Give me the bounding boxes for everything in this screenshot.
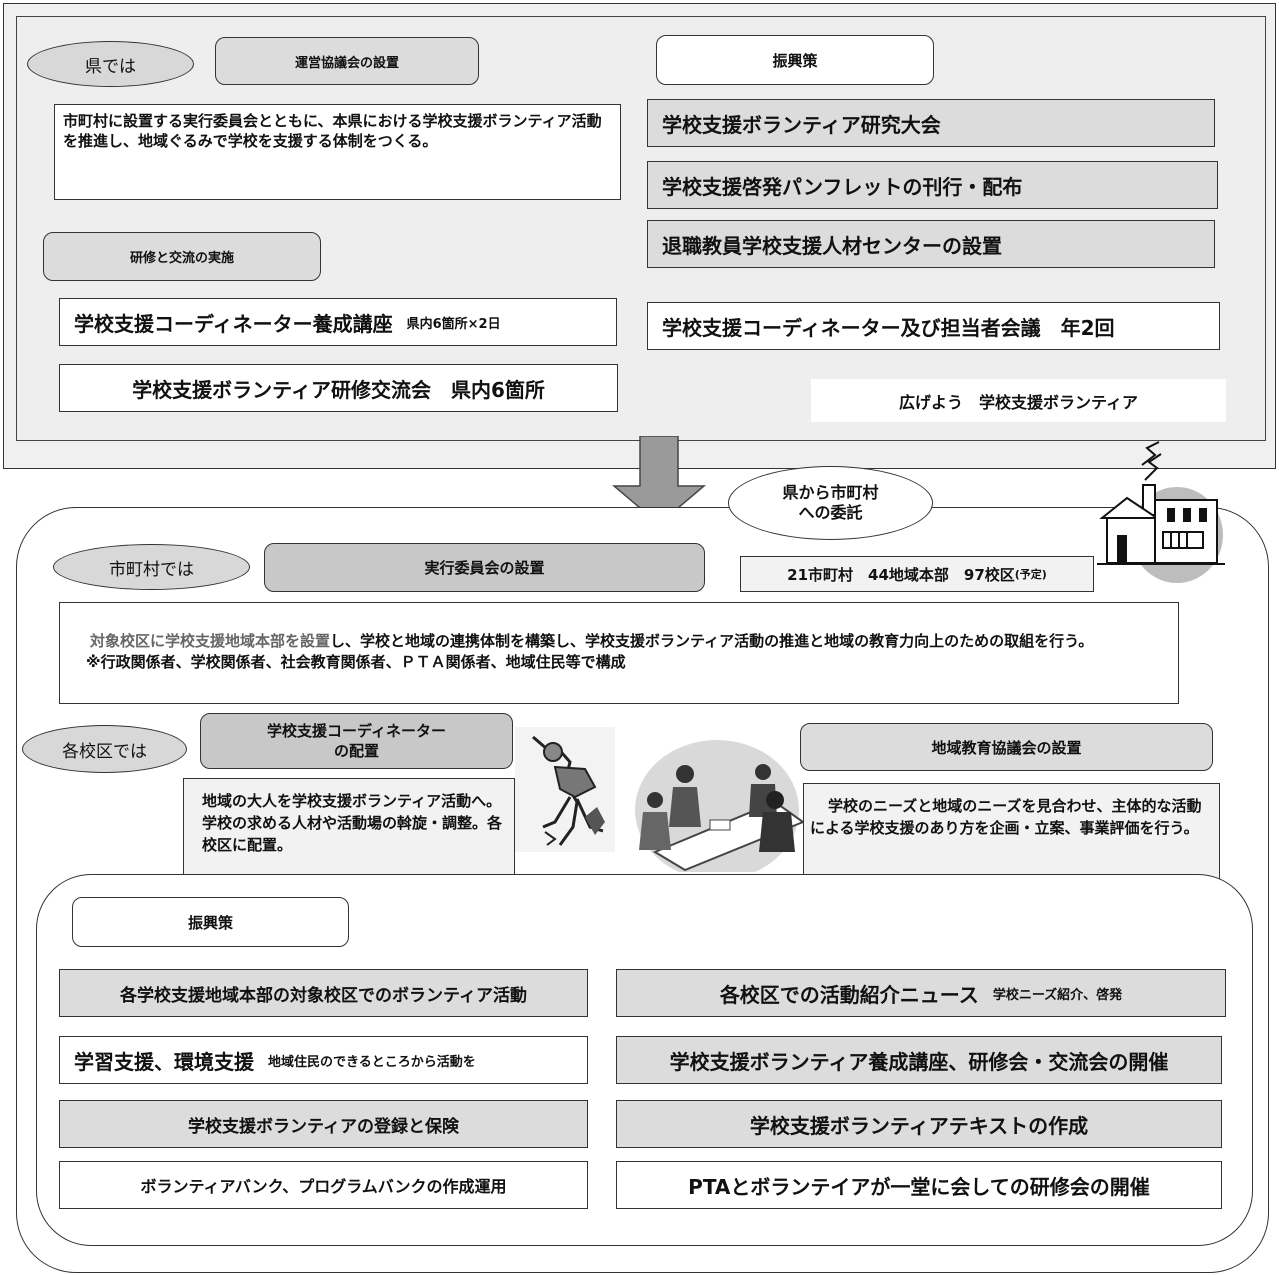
- school-district-label: 各校区では: [22, 725, 187, 773]
- prefecture-training-title: 研修と交流の実施: [43, 232, 321, 281]
- local-promo-right-1: 各校区での活動紹介ニュース 学校ニーズ紹介、啓発: [616, 969, 1226, 1017]
- municipality-label: 市町村では: [53, 544, 250, 590]
- local-promo-left-1: 各学校支援地域本部の対象校区でのボランティア活動: [59, 969, 588, 1017]
- training-item-1-main: 学校支援コーディネーター養成講座: [74, 311, 393, 336]
- prefecture-slogan: 広げよう 学校支援ボランティア: [811, 379, 1226, 422]
- local-promo-title: 振興策: [72, 897, 349, 947]
- municipality-desc: 対象校区に学校支援地域本部を設置し、学校と地域の連携体制を構築し、学校支援ボラン…: [59, 602, 1179, 704]
- delegation-line-1: 県から市町村: [782, 483, 879, 502]
- prefecture-training-item-1: 学校支援コーディネーター養成講座 県内6箇所×2日: [59, 298, 617, 346]
- prefecture-training-item-2: 学校支援ボランティア研修交流会 県内6箇所: [59, 364, 618, 412]
- right-1-main: 各校区での活動紹介ニュース: [719, 982, 979, 1007]
- meeting-people-illustration: [635, 740, 806, 872]
- local-promo-left-4: ボランティアバンク、プログラムバンクの作成運用: [59, 1161, 588, 1209]
- prefecture-label: 県では: [27, 41, 194, 87]
- coordinator-title-line-2: の配置: [333, 742, 379, 760]
- climbing-person-illustration: [515, 727, 615, 852]
- down-arrow-icon: [612, 436, 706, 525]
- local-promo-right-2: 学校支援ボランティア養成講座、研修会・交流会の開催: [616, 1036, 1222, 1084]
- local-promo-left-3: 学校支援ボランティアの登録と保険: [59, 1100, 588, 1148]
- delegation-line-2: への委託: [798, 503, 863, 522]
- prefecture-promo-item-2: 学校支援啓発パンフレットの刊行・配布: [647, 161, 1218, 209]
- left-2-main: 学習支援、環境支援: [74, 1049, 254, 1074]
- prefecture-council-title: 運営協議会の設置: [215, 37, 479, 85]
- local-promo-right-3: 学校支援ボランティアテキストの作成: [616, 1100, 1222, 1148]
- coordinator-title: 学校支援コーディネーター の配置: [200, 713, 513, 769]
- coordinator-desc: 地域の大人を学校支援ボランティア活動へ。学校の求める人材や活動場の斡旋・調整。各…: [183, 778, 515, 880]
- local-promo-right-4: PTAとボランテイアが一堂に会しての研修会の開催: [616, 1161, 1222, 1209]
- municipality-committee-title: 実行委員会の設置: [264, 543, 705, 592]
- stats-main: 21市町村 44地域本部 97校区: [787, 565, 1015, 584]
- school-building-icon: [1097, 441, 1225, 583]
- training-item-2-main: 学校支援ボランティア研修交流会 県内6箇所: [132, 377, 545, 402]
- prefecture-promo-item-1: 学校支援ボランティア研究大会: [647, 99, 1215, 147]
- prefecture-promo-item-4: 学校支援コーディネーター及び担当者会議 年2回: [647, 302, 1220, 350]
- prefecture-council-desc: 市町村に設置する実行委員会とともに、本県における学校支援ボランティア活動を推進し…: [54, 104, 621, 200]
- district-council-desc: 学校のニーズと地域のニーズを見合わせ、主体的な活動による学校支援のあり方を企画・…: [803, 783, 1220, 883]
- training-item-1-note: 県内6箇所×2日: [406, 316, 501, 332]
- prefecture-promo-item-3: 退職教員学校支援人材センターの設置: [647, 220, 1215, 268]
- right-1-note: 学校ニーズ紹介、啓発: [992, 987, 1123, 1003]
- delegation-oval: 県から市町村 への委託: [728, 466, 933, 540]
- stats-note: (予定): [1014, 568, 1047, 581]
- desc-note: ※行政関係者、学校関係者、社会教育関係者、ＰＴＡ関係者、地域住民等で構成: [86, 653, 626, 671]
- left-2-note: 地域住民のできるところから活動を: [268, 1054, 476, 1070]
- district-council-title: 地域教育協議会の設置: [800, 723, 1213, 771]
- prefecture-promo-title: 振興策: [656, 35, 934, 85]
- desc-rest: し、学校と地域の連携体制を構築し、学校支援ボランティア活動の推進と地域の教育力向…: [330, 632, 1094, 650]
- coordinator-title-line-1: 学校支援コーディネーター: [267, 721, 446, 740]
- municipality-stats: 21市町村 44地域本部 97校区 (予定): [740, 556, 1094, 592]
- local-promo-left-2: 学習支援、環境支援 地域住民のできるところから活動を: [59, 1036, 588, 1084]
- desc-highlight: 対象校区に学校支援地域本部を設置: [90, 632, 331, 650]
